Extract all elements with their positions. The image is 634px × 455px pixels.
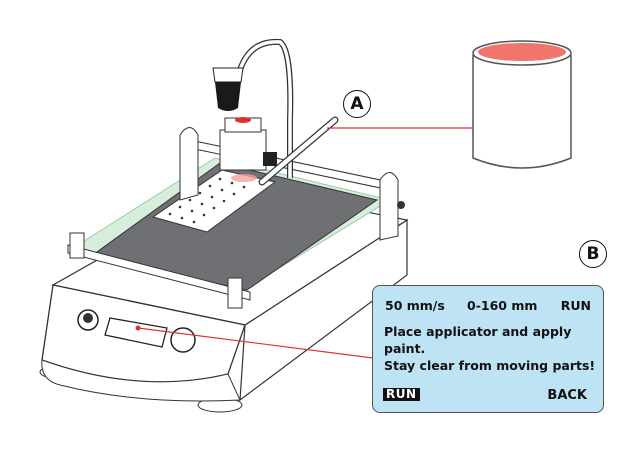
leader-line-b	[137, 327, 374, 359]
front-rail	[67, 244, 251, 301]
right-upright	[379, 172, 399, 241]
range-value: 0-160 mm	[467, 298, 538, 313]
callout-a: A	[343, 90, 371, 118]
lamp-collar	[212, 67, 244, 83]
base-bottom-band	[41, 359, 241, 402]
dispenser-mount	[263, 152, 277, 166]
callout-b: B	[579, 240, 607, 268]
paint-can	[472, 55, 572, 169]
dispenser-red-button	[235, 117, 251, 123]
mode-value: RUN	[560, 298, 591, 313]
run-button[interactable]: RUN	[383, 388, 420, 401]
start-button	[170, 327, 196, 353]
left-upright	[179, 127, 199, 201]
right-thumbscrew	[397, 201, 405, 209]
lamp-head	[215, 82, 241, 111]
template-holes	[168, 177, 246, 224]
base-display	[104, 317, 168, 348]
back-button[interactable]: BACK	[547, 388, 587, 403]
message-line-1: Place applicator and apply	[384, 324, 572, 339]
display-panel: 50 mm/s 0-160 mm RUN Place applicator an…	[372, 285, 604, 413]
speed-knob-cap	[83, 313, 93, 323]
paint-surface	[478, 43, 566, 61]
front-left-clamp	[69, 232, 85, 259]
speed-value: 50 mm/s	[385, 298, 445, 313]
message-line-3: Stay clear from moving parts!	[384, 358, 596, 373]
instruction-message: Place applicator and apply paint. Stay c…	[384, 323, 595, 374]
sample-template	[151, 169, 277, 233]
paint-smear	[231, 174, 257, 182]
message-line-2: paint.	[384, 341, 426, 356]
dispenser-body	[219, 129, 267, 171]
front-right-clamp	[227, 277, 243, 309]
